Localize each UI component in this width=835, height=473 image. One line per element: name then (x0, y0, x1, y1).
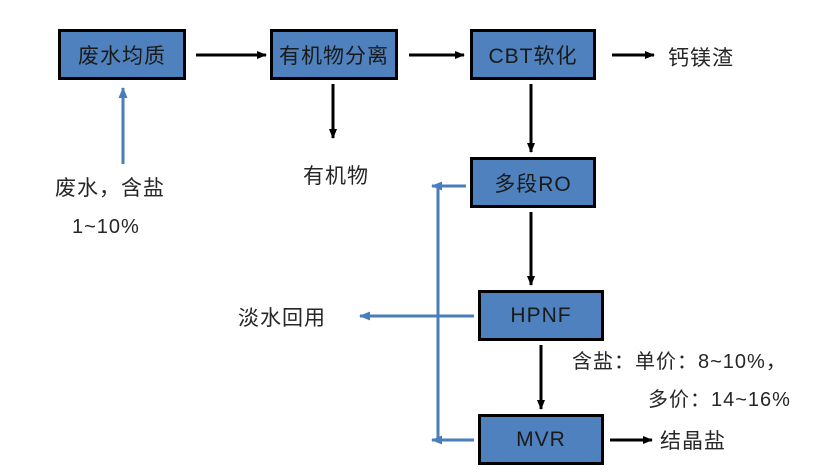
label-calcium-magnesium-sludge: 钙镁渣 (668, 47, 734, 70)
node-cbt-softening-label: CBT软化 (488, 44, 578, 68)
node-cbt-softening[interactable]: CBT软化 (470, 29, 596, 80)
node-organic-separation-label: 有机物分离 (279, 44, 389, 68)
node-equalization-label: 废水均质 (78, 44, 166, 68)
node-mvr[interactable]: MVR (478, 414, 604, 465)
node-multi-stage-ro[interactable]: 多段RO (470, 157, 596, 208)
node-organic-separation[interactable]: 有机物分离 (270, 29, 398, 80)
label-crystal-salt: 结晶盐 (660, 430, 726, 453)
label-organic-output: 有机物 (303, 165, 369, 188)
node-hpnf[interactable]: HPNF (478, 290, 604, 341)
label-feed-stream: 废水，含盐 (55, 177, 165, 200)
label-fresh-water-reuse: 淡水回用 (238, 307, 326, 330)
label-feed-salinity: 1~10% (72, 216, 140, 238)
node-hpnf-label: HPNF (510, 303, 572, 327)
node-multi-stage-ro-label: 多段RO (494, 172, 572, 196)
label-brine-monovalent: 含盐：单价：8~10%， (572, 351, 787, 373)
label-brine-multivalent: 多价：14~16% (648, 389, 791, 411)
node-equalization[interactable]: 废水均质 (58, 29, 186, 80)
node-mvr-label: MVR (516, 427, 566, 451)
